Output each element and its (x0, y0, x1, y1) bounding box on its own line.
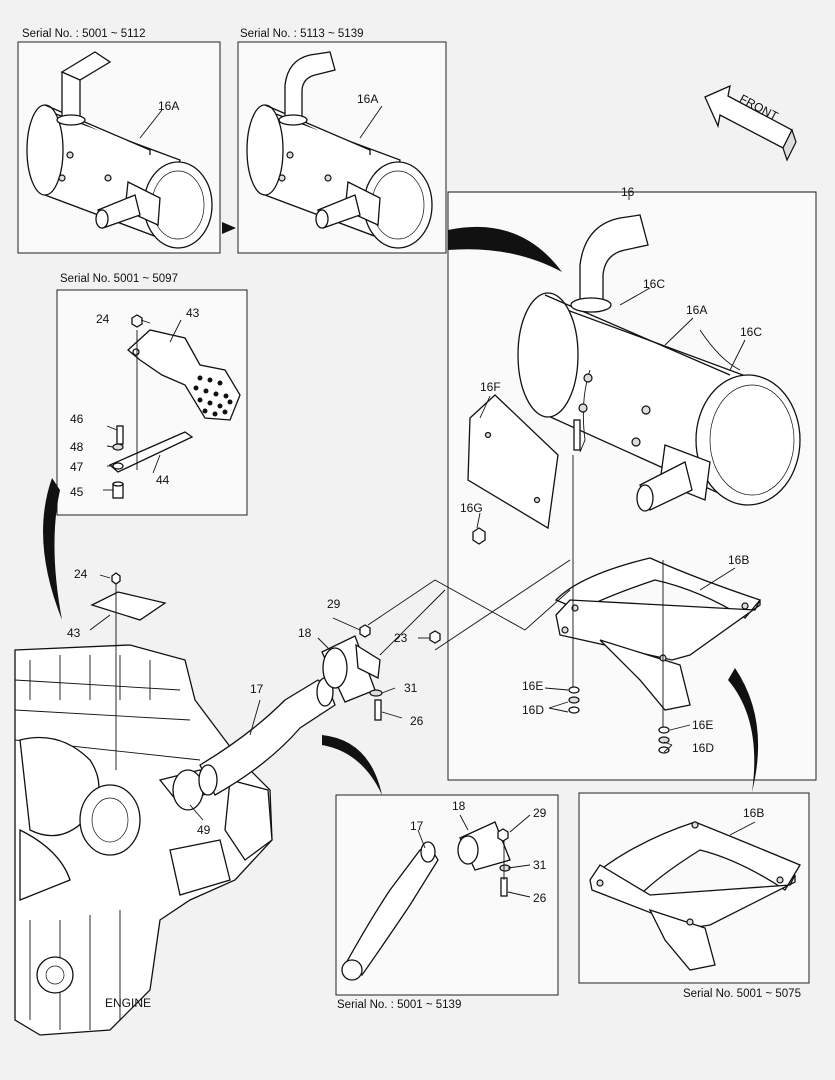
callout-label: 31 (533, 858, 547, 872)
callout-label: 16D (692, 741, 714, 755)
callout-label: 16D (522, 703, 544, 717)
arrow-right-icon (222, 222, 236, 234)
callout-label: 44 (156, 473, 170, 487)
callout-label: 16C (740, 325, 762, 339)
callout-label: 24 (96, 312, 110, 326)
callout-label: 43 (186, 306, 200, 320)
front-arrow-icon (704, 84, 797, 162)
callout-label: 24 (74, 567, 88, 581)
callout-label: 48 (70, 440, 84, 454)
callout-label: 26 (533, 891, 547, 905)
callout-label: 16B (743, 806, 764, 820)
callout-label: 47 (70, 460, 84, 474)
engine-label: ENGINE (105, 996, 151, 1010)
callout-label: 45 (70, 485, 84, 499)
callout-label: 26 (410, 714, 424, 728)
serial-label: Serial No. 5001 ~ 5097 (60, 273, 178, 285)
callout-label: 16E (522, 679, 543, 693)
connector-arc-icon (728, 668, 759, 792)
serial-label: Serial No. : 5001 ~ 5112 (22, 28, 146, 40)
callout-label: 17 (410, 819, 424, 833)
callout-label: 16A (686, 303, 707, 317)
callout-label: 49 (197, 823, 211, 837)
callout-label: 18 (452, 799, 466, 813)
callout-label: 46 (70, 412, 84, 426)
callout-label: 16A (158, 99, 179, 113)
serial-label: Serial No. 5001 ~ 5075 (683, 988, 801, 1000)
callout-label: 43 (67, 626, 81, 640)
leader-lines (89, 191, 816, 898)
exhaust-pipe-main (90, 559, 571, 796)
callout-label: 16B (728, 553, 749, 567)
callout-label: 16C (643, 277, 665, 291)
engine-illustration (14, 644, 273, 1036)
callout-label: 16A (357, 92, 378, 106)
callout-label: 18 (298, 626, 312, 640)
connector-arc-icon (322, 735, 382, 795)
callout-label: 29 (533, 806, 547, 820)
callout-label: 29 (327, 597, 341, 611)
callout-label: 16G (460, 501, 483, 515)
callout-label: 16F (480, 380, 501, 394)
muffler-illustration-late (246, 51, 433, 249)
muffler-illustration-early (26, 51, 213, 249)
callout-label: 17 (250, 682, 264, 696)
callout-label: 16E (692, 718, 713, 732)
bracket-16b-illustration (589, 821, 801, 971)
callout-label: 16 (621, 185, 635, 199)
serial-label: Serial No. : 5001 ~ 5139 (337, 999, 461, 1011)
pipe-illustration (341, 821, 511, 981)
callout-label: 31 (404, 681, 418, 695)
callout-label: 23 (394, 631, 408, 645)
connector-arc-icon (43, 478, 62, 620)
connector-arc-icon (448, 226, 562, 272)
serial-label: Serial No. : 5113 ~ 5139 (240, 28, 364, 40)
bracket-illustration (108, 314, 241, 499)
muffler-assembly-illustration (467, 214, 801, 754)
